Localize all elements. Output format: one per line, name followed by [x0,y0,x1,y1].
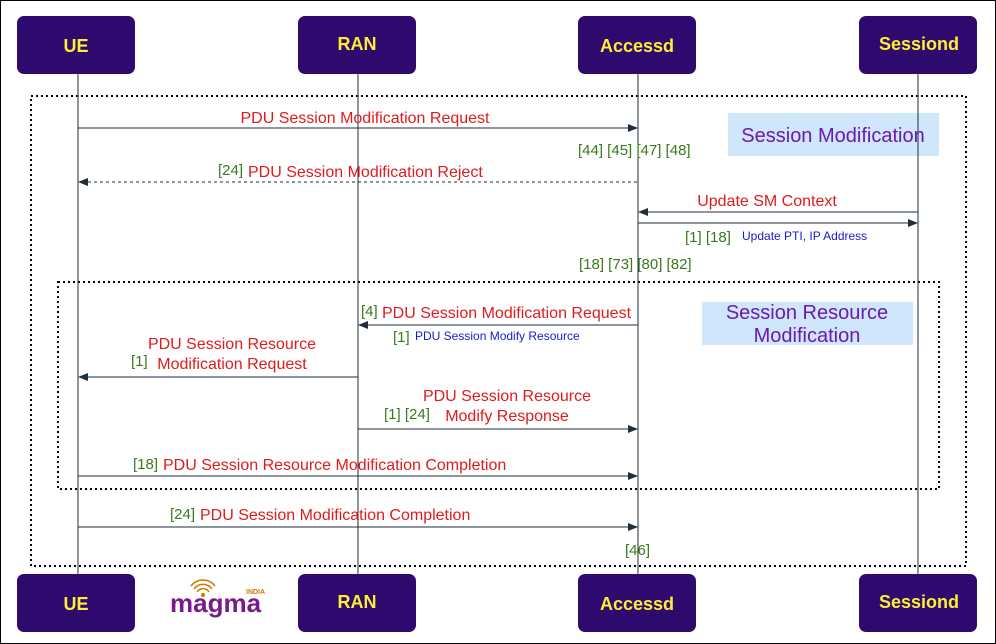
logo-text: magma [170,588,262,618]
refs-update-sm: [1] [18] [685,229,731,246]
label-res-mod-completion: PDU Session Resource Modification Comple… [163,457,506,474]
actor-box-sessiond-top [859,16,977,74]
actor-label-accessd-top: Accessd [600,36,674,56]
ref-mod-completion: [24] [170,506,195,523]
refs-res-modify-response: [1] [24] [384,406,430,423]
actor-label-sessiond-bottom: Sessiond [879,592,959,612]
label-res-modify-response-line1: PDU Session Resource [423,388,591,405]
actor-box-accessd-top [578,16,696,74]
label-update-sm-context: Update SM Context [697,193,837,210]
actor-label-ran-bottom: RAN [338,592,377,612]
actor-label-accessd-bottom: Accessd [600,594,674,614]
actor-box-ran-bottom [298,574,416,632]
ref-res-mod-request: [1] [131,353,148,370]
note-update-sm: Update PTI, IP Address [742,229,867,243]
frame-label-session-resource-line1: Session Resource [726,302,888,324]
frame-label-bg-session-modification [728,113,939,156]
logo-badge: INDIA [246,589,265,596]
label-res-mod-request-line2: Modification Request [157,356,307,373]
label-pdu-mod-request: PDU Session Modification Request [240,110,490,127]
actor-label-ue-bottom: UE [63,594,88,614]
ref-ran-mod-note: [1] [393,329,410,346]
label-res-modify-response-line2: Modify Response [445,408,569,425]
actor-box-ue-top [17,16,135,74]
frame-label-session-modification: Session Modification [741,125,924,147]
ref-res-mod-completion: [18] [133,456,158,473]
label-mod-completion: PDU Session Modification Completion [200,507,470,524]
actor-box-ran-top [298,16,416,74]
note-ran-mod: PDU Session Modify Resource [415,329,580,343]
ref-final: [46] [625,542,650,559]
ref-ran-mod-request: [4] [361,303,378,320]
refs-pdu-mod-request: [44] [45] [47] [48] [578,142,691,159]
actor-box-sessiond-bottom [859,574,977,632]
actor-label-sessiond-top: Sessiond [879,34,959,54]
actor-label-ue-top: UE [63,36,88,56]
frame-session-modification [30,95,967,567]
frame-label-session-resource-line2: Modification [754,325,861,347]
refs-after-update: [18] [73] [80] [82] [579,256,692,273]
magma-logo: magma INDIA [170,579,265,618]
frame-label-bg-session-resource-modification [702,302,913,345]
label-pdu-mod-reject: PDU Session Modification Reject [248,164,483,181]
signal-icon [190,579,216,597]
actor-box-ue-bottom [17,574,135,632]
actor-box-accessd-bottom [578,574,696,632]
label-res-mod-request-line1: PDU Session Resource [148,336,316,353]
actor-label-ran-top: RAN [338,34,377,54]
label-ran-mod-request: PDU Session Modification Request [382,305,632,322]
frame-session-resource-modification [57,281,940,490]
ref-pdu-mod-reject: [24] [218,162,243,179]
